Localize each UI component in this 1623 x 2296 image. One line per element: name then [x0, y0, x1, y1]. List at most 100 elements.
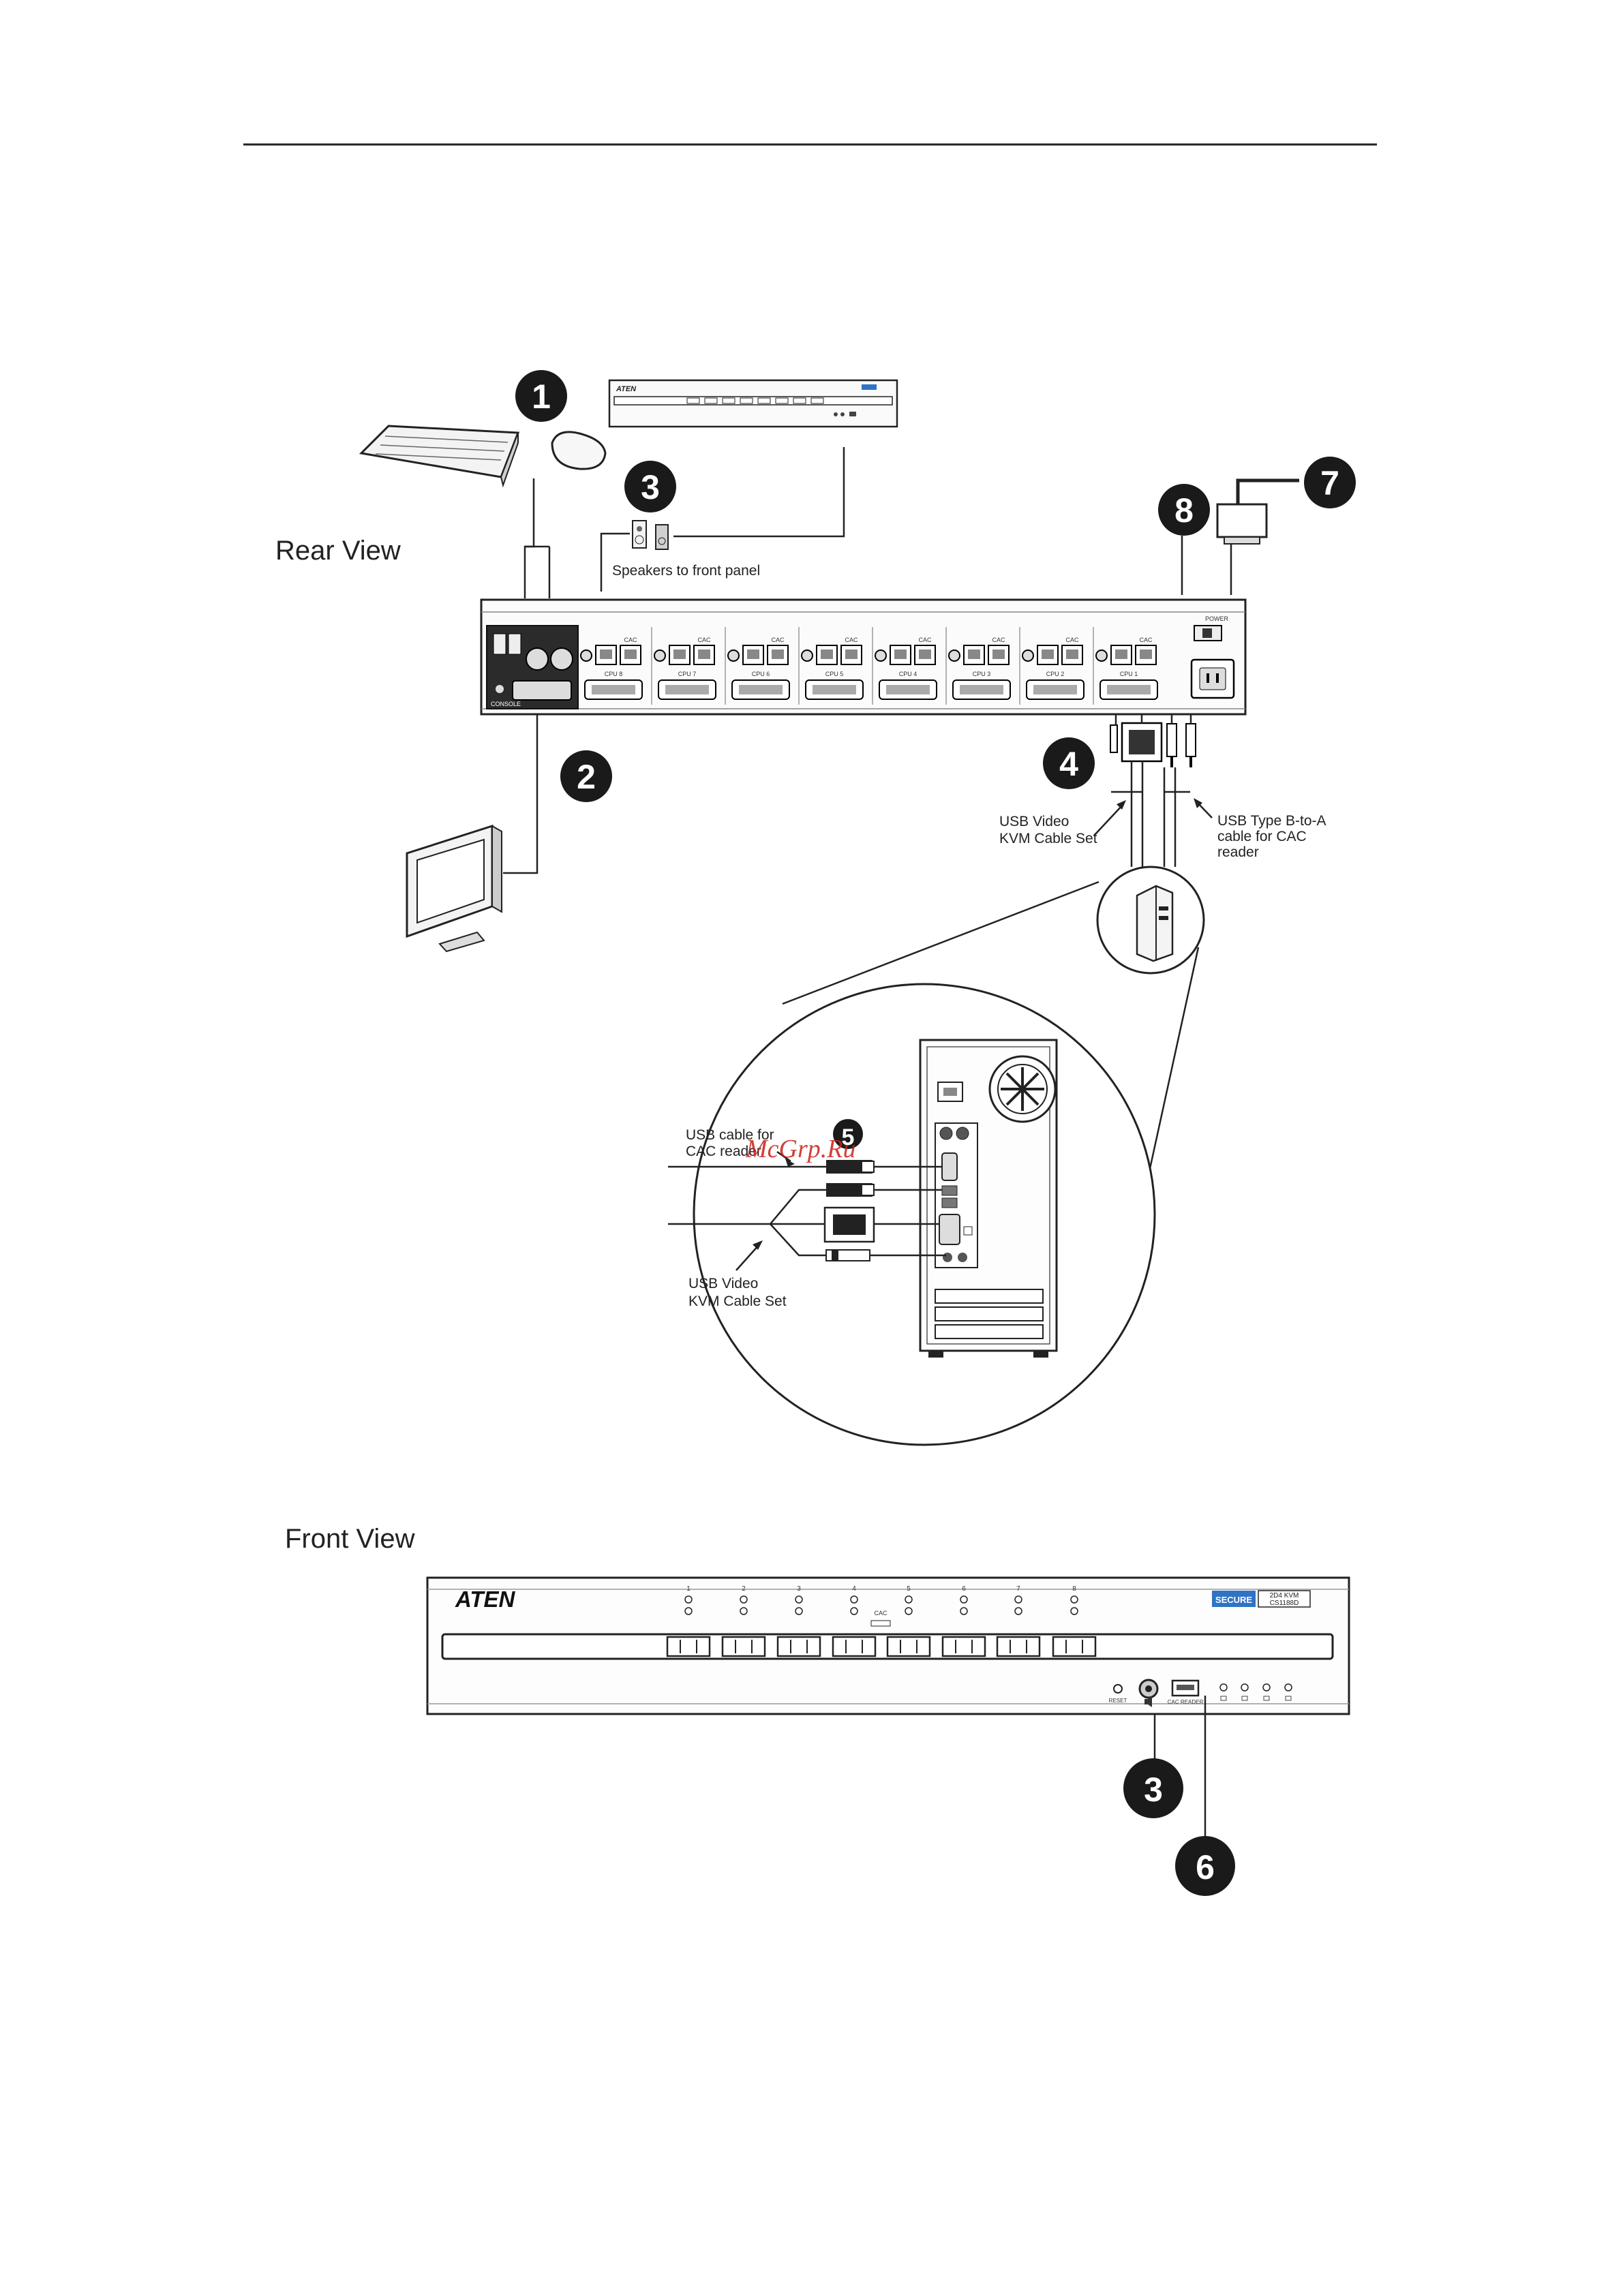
cpu-label: CPU 5: [825, 671, 844, 677]
speakers-label: Speakers to front panel: [612, 563, 760, 579]
port-led: [960, 1607, 968, 1615]
cpu-label: CPU 1: [1120, 671, 1138, 677]
cac-port-label: CAC: [845, 637, 858, 643]
port-led: [740, 1595, 748, 1604]
svg-text:5: 5: [842, 1124, 855, 1150]
cpu-port-group: CAC CPU 6: [725, 627, 790, 705]
cac-port-label: CAC: [992, 637, 1005, 643]
audio-jack[interactable]: [801, 649, 813, 662]
port-led: [740, 1607, 748, 1615]
audio-jack[interactable]: [1022, 649, 1034, 662]
power-section: POWER: [1190, 615, 1235, 699]
audio-jack[interactable]: [1095, 649, 1108, 662]
port-select-button[interactable]: [832, 1636, 877, 1657]
secure-badge: SECURE: [1212, 1591, 1256, 1607]
port-led: [905, 1607, 913, 1615]
zoom-kvm-label-2: KVM Cable Set: [688, 1294, 787, 1309]
svg-text:4: 4: [1059, 745, 1078, 783]
port-led: [905, 1595, 913, 1604]
speaker-cable: [600, 532, 630, 592]
port-select-button[interactable]: [941, 1636, 986, 1657]
cpu-label: CPU 6: [752, 671, 770, 677]
port-led: [1014, 1607, 1022, 1615]
port-select-button[interactable]: [776, 1636, 821, 1657]
callout-3: 3: [624, 461, 676, 512]
svg-text:3: 3: [641, 468, 660, 506]
callout-8: 8: [1158, 484, 1210, 536]
port-led: [1070, 1607, 1078, 1615]
port-led: [1070, 1595, 1078, 1604]
speaker-jack[interactable]: [1138, 1679, 1159, 1699]
port-select-button[interactable]: [1052, 1636, 1097, 1657]
usb-port[interactable]: [890, 645, 911, 665]
zoom-line-left: [782, 881, 1099, 1005]
reset-button[interactable]: [1113, 1684, 1123, 1694]
reset-label: RESET: [1109, 1698, 1127, 1704]
svg-text:8: 8: [1174, 491, 1194, 530]
cac-usb-port[interactable]: [767, 645, 789, 665]
port-number-label: 2: [742, 1585, 746, 1593]
kvm-cable-label-2: KVM Cable Set: [999, 831, 1097, 846]
rear-view-title: Rear View: [275, 536, 401, 566]
cpu-label: CPU 2: [1046, 671, 1065, 677]
speaker-jack-icon: [1144, 1696, 1152, 1707]
audio-jack[interactable]: [875, 649, 887, 662]
usb-port[interactable]: [963, 645, 985, 665]
port-led: [850, 1595, 858, 1604]
cac-reader-usb-port[interactable]: [1171, 1679, 1200, 1697]
console-ports: CONSOLE: [486, 625, 579, 709]
audio-jack[interactable]: [948, 649, 960, 662]
watermark: McGrp.Ru: [745, 1135, 855, 1163]
port-select-button[interactable]: [666, 1636, 711, 1657]
callout-4: 4: [1043, 737, 1095, 789]
port-number-label: 4: [852, 1585, 856, 1593]
cac-cable-label-1: USB Type B-to-A: [1217, 813, 1326, 829]
port-led: [684, 1595, 693, 1604]
computer-thumbnail: [1096, 866, 1205, 975]
port-led: [684, 1607, 693, 1615]
audio-jack[interactable]: [580, 649, 592, 662]
kvm-cable-connectors: [1110, 722, 1196, 767]
svg-text:SECURE: SECURE: [1215, 1595, 1253, 1605]
port-select-button[interactable]: [996, 1636, 1041, 1657]
svg-text:3: 3: [1144, 1771, 1163, 1809]
monitor-icon: [406, 824, 502, 953]
cac-cable-arrow: [1194, 798, 1213, 818]
svg-text:POWER: POWER: [1205, 615, 1229, 622]
port-led: [1014, 1595, 1022, 1604]
port-led: [795, 1607, 803, 1615]
audio-jack[interactable]: [654, 649, 666, 662]
audio-jack[interactable]: [727, 649, 740, 662]
cpu-port-group: CAC CPU 5: [798, 627, 864, 705]
port-led: [960, 1595, 968, 1604]
cac-port-label: CAC: [1065, 637, 1079, 643]
svg-text:1: 1: [532, 378, 551, 416]
svg-text:CONSOLE: CONSOLE: [491, 701, 521, 707]
speakers-icon: [632, 520, 669, 550]
cpu-label: CPU 8: [605, 671, 623, 677]
callout-7: 7: [1304, 457, 1356, 508]
svg-text:CS1188D: CS1188D: [1270, 1599, 1299, 1607]
port-number-label: 8: [1072, 1585, 1076, 1593]
usb-port[interactable]: [669, 645, 691, 665]
front-view-title: Front View: [285, 1524, 415, 1554]
cac-port-label: CAC: [771, 637, 785, 643]
power-plug-icon: [1216, 478, 1299, 545]
svg-text:6: 6: [1196, 1848, 1215, 1886]
cac-usb-port[interactable]: [1135, 645, 1157, 665]
port-led: [850, 1607, 858, 1615]
cac-indicator-label: CAC: [874, 1610, 888, 1617]
zoom-kvm-label-1: USB Video: [688, 1276, 758, 1291]
cac-usb-port[interactable]: [1061, 645, 1083, 665]
port-select-button[interactable]: [886, 1636, 931, 1657]
port-select-button[interactable]: [721, 1636, 766, 1657]
svg-text:7: 7: [1320, 464, 1339, 502]
cpu-label: CPU 4: [899, 671, 917, 677]
cac-reader-label: CAC READER: [1168, 1699, 1204, 1705]
